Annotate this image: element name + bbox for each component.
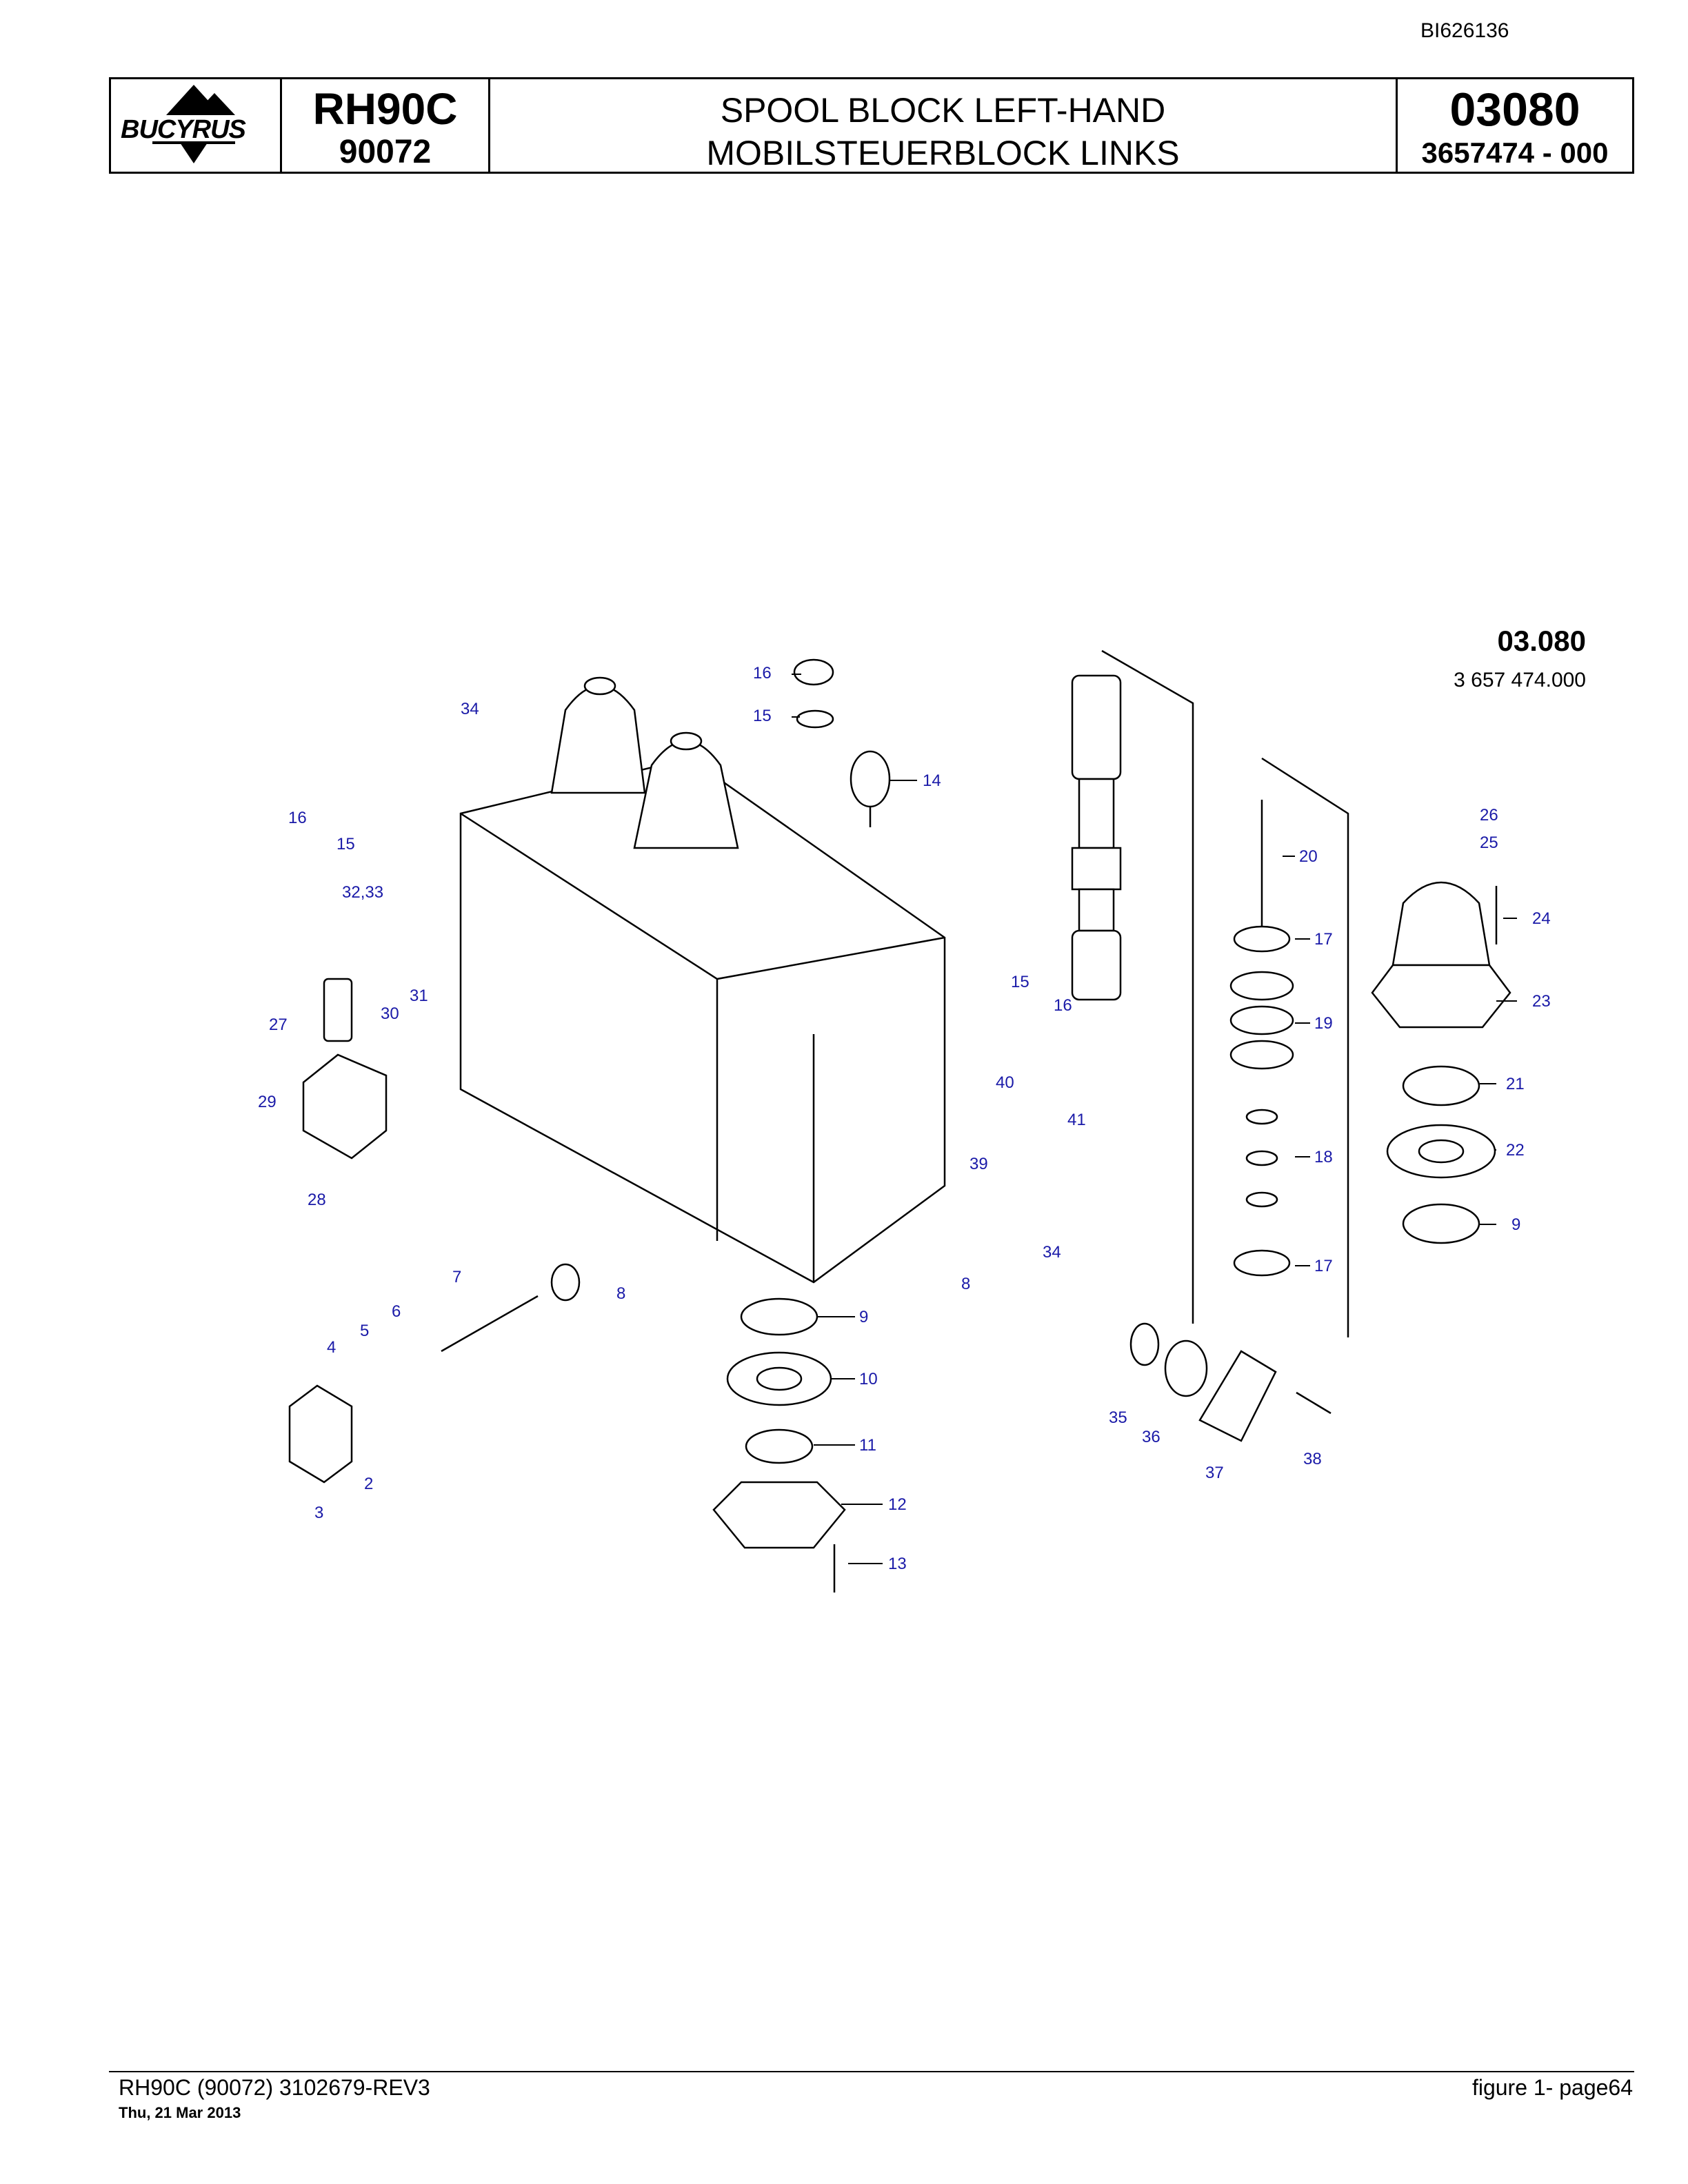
top-plug	[793, 658, 834, 729]
group-code: 03080	[1449, 83, 1580, 136]
callout-label: 26	[1480, 806, 1498, 825]
callout-label: 39	[969, 1155, 988, 1173]
callout-label: 15	[753, 707, 772, 725]
callout-label: 4	[327, 1338, 336, 1357]
callout-label: 8	[961, 1275, 970, 1293]
callout-label: 17	[1314, 1257, 1333, 1275]
callout-label: 38	[1303, 1450, 1322, 1468]
eye-bolt	[850, 750, 891, 827]
model-name: RH90C	[312, 84, 458, 134]
part-number: 3657474 - 000	[1421, 136, 1609, 169]
bucyrus-logo-icon	[152, 85, 235, 163]
callout-label: 11	[859, 1436, 876, 1455]
spring-stack	[1229, 757, 1349, 1337]
callout-label: 12	[888, 1495, 907, 1514]
callout-label: 13	[888, 1555, 907, 1573]
callout-label: 9	[1511, 1215, 1520, 1234]
callout-label: 25	[1480, 833, 1498, 852]
footer-doc-ref: RH90C (90072) 3102679-REV3	[119, 2075, 430, 2100]
pilot-cap-right	[633, 731, 739, 849]
footer-page-ref: figure 1- page64	[1471, 2075, 1633, 2100]
callout-label: 16	[1054, 996, 1072, 1015]
callout-label: 37	[1205, 1464, 1224, 1482]
callout-label: 17	[1314, 930, 1333, 949]
spool-block-body	[459, 757, 946, 1284]
callout-label: 29	[258, 1093, 277, 1111]
callout-label: 8	[616, 1284, 625, 1303]
serial-number: 90072	[339, 134, 432, 170]
callout-label: 20	[1299, 847, 1318, 866]
leader-lines	[792, 674, 1517, 1564]
brand-logo: BUCYRUS	[111, 79, 282, 172]
callout-label: 23	[1532, 992, 1551, 1011]
footer-date: Thu, 21 Mar 2013	[119, 2104, 241, 2121]
logo-wordmark: BUCYRUS	[121, 115, 246, 144]
callout-label: 15	[336, 835, 355, 853]
title-german: MOBILSTEUERBLOCK LINKS	[706, 134, 1180, 172]
callout-label: 14	[923, 771, 941, 790]
callout-label: 2	[364, 1475, 373, 1493]
title-cell: SPOOL BLOCK LEFT-HAND MOBILSTEUERBLOCK L…	[490, 79, 1398, 172]
callout-label: 18	[1314, 1148, 1333, 1166]
model-cell: RH90C 90072	[282, 79, 490, 172]
callout-label: 15	[1011, 973, 1029, 991]
callout-label: 31	[410, 987, 428, 1005]
lower-port-stack	[712, 1297, 846, 1593]
callout-labels: 16 15 34 16 15 14 32,33 27 31 30 29 28 7…	[258, 664, 1551, 1573]
diagram-ref-number: 3 657 474.000	[1454, 669, 1586, 691]
callout-label: 36	[1142, 1428, 1160, 1446]
relief-valve-left	[302, 978, 388, 1160]
end-cap-assembly	[1371, 881, 1511, 1244]
callout-label: 34	[1043, 1243, 1061, 1262]
callout-label: 34	[461, 700, 479, 718]
callout-label: 10	[859, 1370, 878, 1388]
footer-divider	[109, 2071, 1634, 2072]
callout-label: 28	[308, 1191, 326, 1209]
callout-label: 22	[1506, 1141, 1525, 1160]
flange-assembly	[1129, 1322, 1332, 1442]
callout-label: 7	[452, 1268, 461, 1286]
diagram-ref-code: 03.080	[1497, 625, 1586, 657]
callout-label: 6	[392, 1302, 401, 1321]
document-id: BI626136	[1420, 19, 1509, 42]
code-cell: 03080 3657474 - 000	[1398, 79, 1632, 172]
callout-label: 41	[1067, 1111, 1086, 1129]
title-block: BUCYRUS RH90C 90072 SPOOL BLOCK LEFT-HAN…	[109, 77, 1634, 174]
callout-label: 30	[381, 1004, 399, 1023]
callout-label: 3	[314, 1504, 323, 1522]
callout-label: 21	[1506, 1075, 1525, 1093]
spool-assembly	[1071, 649, 1194, 1324]
cover-plate-left	[288, 1263, 581, 1484]
callout-label: 32,33	[342, 883, 383, 902]
callout-label: 24	[1532, 909, 1551, 928]
callout-label: 5	[360, 1322, 369, 1340]
title-english: SPOOL BLOCK LEFT-HAND	[720, 91, 1166, 130]
pilot-cap-left	[550, 676, 646, 794]
callout-label: 40	[996, 1073, 1014, 1092]
callout-label: 19	[1314, 1014, 1333, 1033]
callout-label: 35	[1109, 1408, 1127, 1427]
callout-label: 16	[753, 664, 772, 682]
callout-label: 9	[859, 1308, 868, 1326]
callout-label: 16	[288, 809, 307, 827]
callout-label: 27	[269, 1015, 288, 1034]
